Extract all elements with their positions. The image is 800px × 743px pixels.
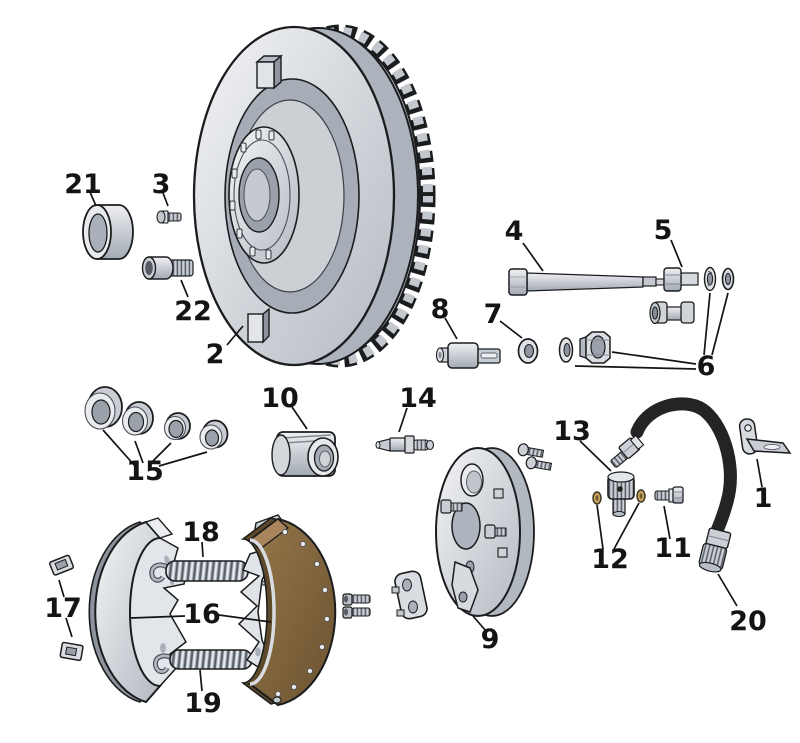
spacer-sleeve [649,301,695,325]
plate-screw [525,456,553,471]
leader-6d [574,365,697,370]
part-10-wheel-cylinder [271,431,339,477]
leader-18 [201,541,204,558]
leader-8 [444,317,458,340]
part-12-washers [592,489,646,505]
leader-12b [613,502,640,550]
part-label-2: 2 [206,339,225,370]
leader-15a [102,429,136,467]
part-5-bolt [663,267,699,292]
part-label-18: 18 [182,517,220,548]
part-label-10: 10 [261,383,299,414]
part-label-11: 11 [654,533,692,564]
part-1-hose-bracket [738,418,792,455]
part-labels: 1 2 3 4 5 6 7 8 9 10 11 12 13 14 15 16 1… [44,169,772,719]
leader-lines [58,191,763,692]
part-label-12: 12 [591,544,629,575]
part-6-hex-nut [579,331,611,364]
part-4-axle-rod [508,268,665,296]
leader-10 [291,406,308,430]
part-17-clips [49,554,84,662]
part-label-4: 4 [505,216,524,247]
leader-9 [472,615,487,632]
drum-top-tab [255,54,283,90]
part-label-6: 6 [697,351,716,382]
leader-3 [162,192,169,207]
part-label-22: 22 [174,296,212,327]
part-label-20: 20 [729,606,767,637]
leader-6c [611,351,697,365]
part-6-flat-washer [721,267,735,291]
leader-22 [180,279,189,298]
plate-screw [517,443,545,458]
part-16-brake-shoe-right [237,514,337,707]
leader-15b [134,440,144,464]
part-11-bolt [654,486,684,504]
part-label-7: 7 [484,299,503,330]
leader-16b [218,614,272,623]
part-21-bushing [82,204,134,260]
leader-1 [756,458,763,488]
part-label-13: 13 [553,416,591,447]
leader-5 [670,239,683,268]
part-20-brake-hose [610,397,737,573]
leader-6b [711,292,729,356]
lining-rivets [274,528,331,698]
leader-19 [199,669,203,692]
part-label-15: 15 [126,456,164,487]
part-label-9: 9 [481,624,500,655]
leader-15d [158,451,208,467]
part-8-adapter-fitting [435,342,501,369]
plate-stud-bolt [484,524,507,539]
part-3-screw [156,210,182,224]
hose-upper-fitting [610,434,645,468]
part-label-19: 19 [184,688,222,719]
plate-stud-bolt [440,499,463,514]
leader-4 [522,242,544,272]
hub-studs [229,129,275,260]
part-6-washer-small [558,337,574,363]
shoe-bolt [342,606,371,619]
anchor-plate [391,570,428,620]
part-14-bleeder-valve [375,435,435,454]
part-13-banjo-bolt [607,471,635,518]
leader-6a [703,292,711,356]
leader-13 [579,440,612,472]
part-label-3: 3 [152,169,171,200]
part-2-brake-drum-sprocket [192,24,436,368]
part-label-16: 16 [183,599,221,630]
part-label-21: 21 [64,169,102,200]
hose-lower-fitting [698,527,732,573]
part-6-lock-washer [703,266,717,292]
part-15-bushings [84,386,229,450]
part-label-5: 5 [654,215,673,246]
part-label-17: 17 [44,593,82,624]
part-label-14: 14 [399,383,437,414]
leader-15c [150,442,172,464]
leader-17a [58,579,65,598]
part-7-washer [517,338,539,364]
leader-2 [226,325,244,346]
leader-12a [596,504,604,550]
leader-17b [65,617,73,638]
leader-16a [130,615,186,619]
part-9-backing-plate [435,447,535,617]
part-16-brake-shoe-left [88,517,189,704]
leader-11 [663,505,671,540]
leader-14 [398,407,408,433]
leader-21 [89,191,97,207]
shoe-bolt [342,593,371,606]
leader-7 [499,320,523,339]
drum-bottom-tab [247,307,270,344]
part-label-8: 8 [431,294,450,325]
part-22-socket-bolt [141,256,194,280]
part-label-1: 1 [754,483,773,514]
leader-20 [717,573,738,607]
